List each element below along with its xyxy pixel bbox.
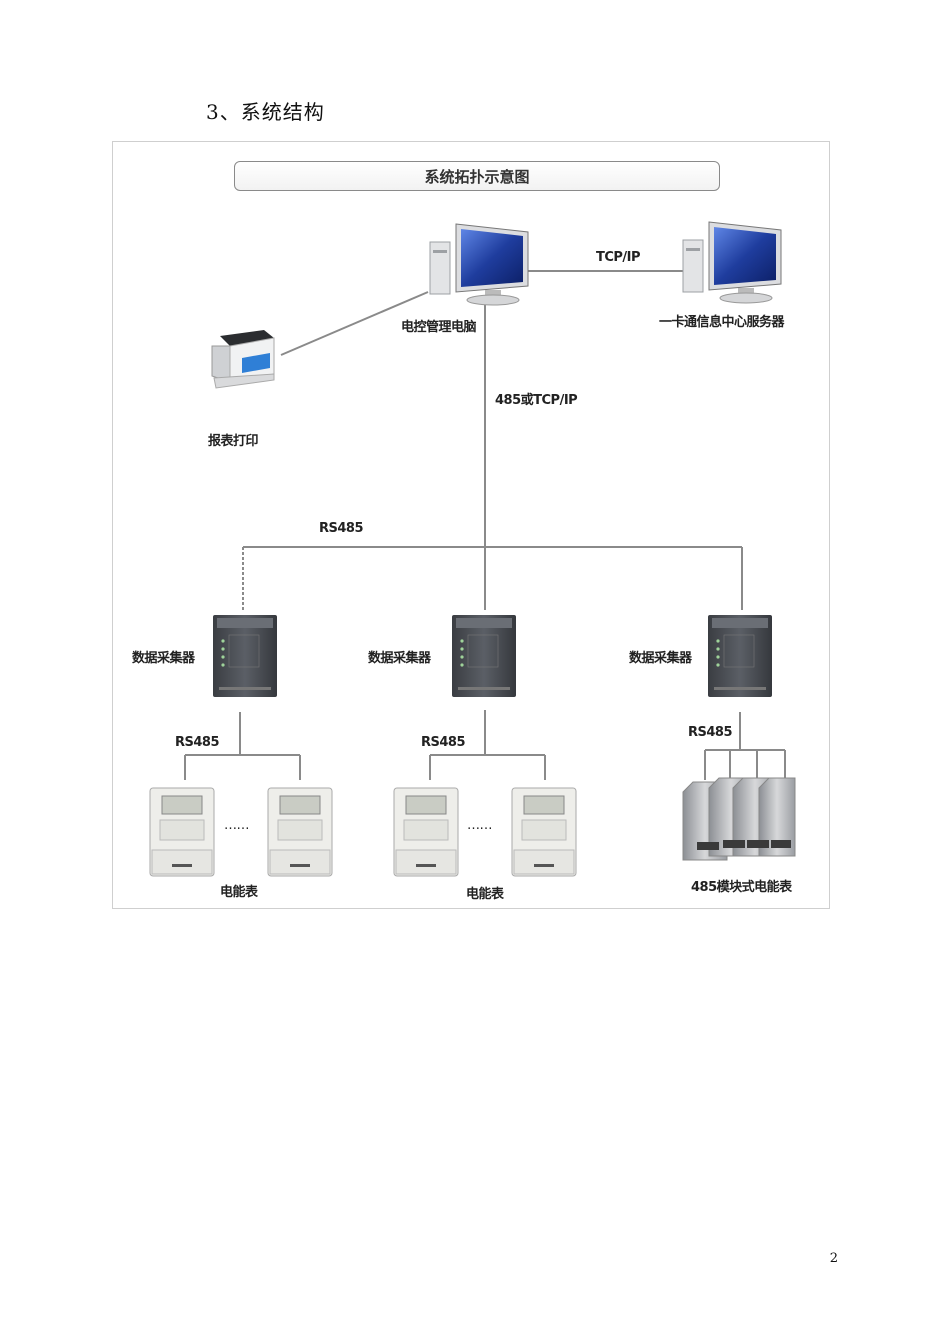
diagram-frame (112, 141, 830, 909)
module-meters-label: 485模块式电能表 (691, 880, 792, 895)
computer-icon (429, 223, 529, 306)
collector-device-2 (452, 615, 516, 697)
collector-3-label: 数据采集器 (629, 651, 692, 666)
server-label: 一卡通信息中心服务器 (659, 315, 785, 330)
bus-label: RS485 (319, 521, 364, 536)
meter-icon (149, 787, 215, 877)
collector-2-label: 数据采集器 (368, 651, 431, 666)
meters-2-label: 电能表 (466, 887, 504, 902)
module-meter-icon (682, 777, 796, 861)
ellipsis-1: …… (224, 818, 250, 833)
control-pc-label: 电控管理电脑 (401, 320, 477, 335)
collector-1-label: 数据采集器 (132, 651, 195, 666)
collector-device-3 (708, 615, 772, 697)
meters-1-label: 电能表 (220, 885, 258, 900)
printer-link (280, 291, 429, 356)
printer-icon (211, 330, 275, 389)
meter-icon (267, 787, 333, 877)
ellipsis-2: …… (467, 818, 493, 833)
collector-device-1 (213, 615, 277, 697)
module-bus-label: RS485 (688, 725, 733, 740)
meter-bus-1-label: RS485 (175, 735, 220, 750)
printer-label: 报表打印 (208, 434, 259, 449)
connection-lines (184, 270, 786, 780)
page-number: 2 (829, 1251, 838, 1266)
trunk-label: 485或TCP/IP (495, 393, 578, 408)
meter-icon (393, 787, 459, 877)
section-heading: 3、系统结构 (206, 100, 325, 124)
server-icon (682, 221, 782, 304)
meter-icon (511, 787, 577, 877)
tcpip-label: TCP/IP (596, 250, 641, 265)
diagram-title: 系统拓扑示意图 (234, 161, 720, 191)
meter-bus-2-label: RS485 (421, 735, 466, 750)
